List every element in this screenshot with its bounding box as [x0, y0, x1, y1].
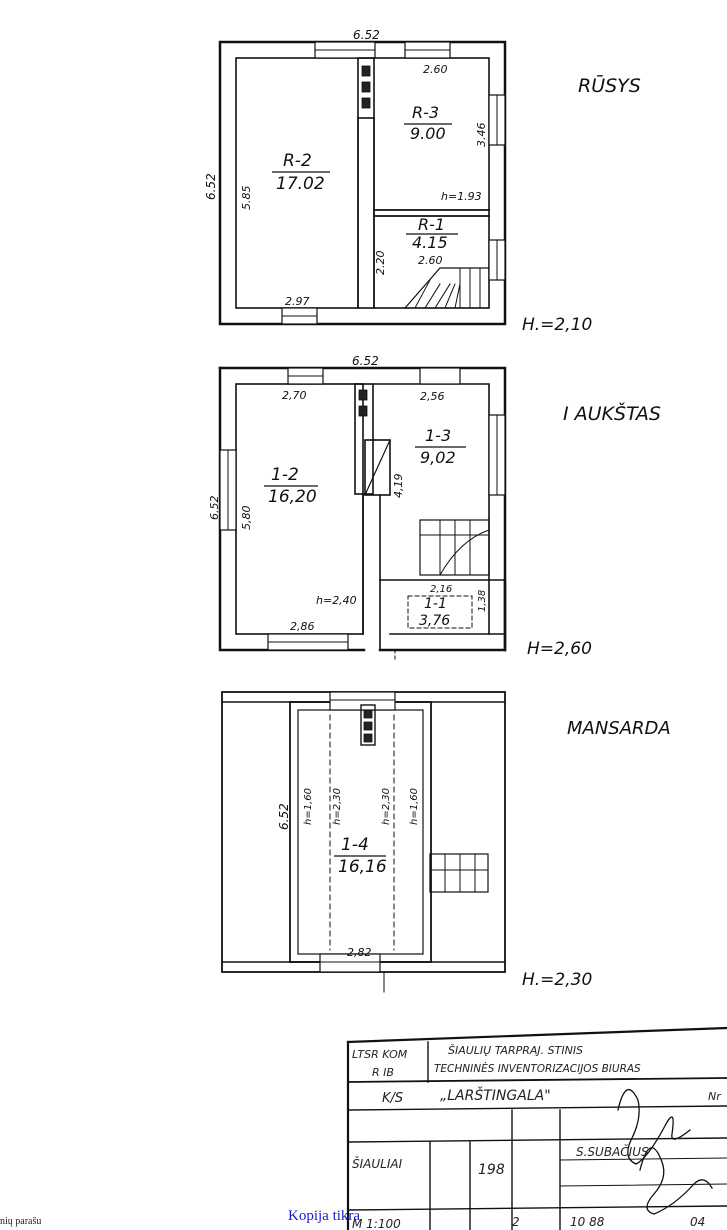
stamp-date: 10 88: [570, 1215, 605, 1229]
ground-dim-2: 2,56: [420, 390, 445, 403]
room-12-code: 1-2: [271, 465, 299, 485]
stamp-page: 04: [690, 1215, 705, 1229]
stamp-bureau-1: ŠIAULIŲ TARPRAJ. STINIS: [448, 1044, 583, 1057]
room-R3-code: R-3: [412, 103, 439, 122]
basement-dim-2: 2.97: [285, 295, 310, 308]
ground-dim-4: 4,19: [392, 474, 405, 499]
attic-title: MANSARDA: [567, 718, 671, 739]
room-R1-area: 4.15: [412, 233, 448, 252]
basement-dim-5: h=1.93: [441, 190, 482, 203]
attic-dim-2: h=2,30: [332, 788, 343, 825]
stamp-number: 198: [478, 1162, 505, 1178]
footer-left-text: nių parašu: [0, 1216, 42, 1227]
stamp-bureau-2: TECHNINĖS INVENTORIZACIJOS BIURAS: [434, 1062, 641, 1075]
ground-dim-7: 2,16: [430, 584, 452, 595]
room-11-code: 1-1: [424, 596, 447, 612]
ground-floor-plan: [218, 366, 507, 661]
room-13-area: 9,02: [420, 448, 456, 467]
copy-certified-text: Kopija tikra: [288, 1208, 361, 1224]
ground-dim-8: 1,38: [477, 590, 488, 612]
basement-dim-7: 2.60: [418, 254, 443, 267]
basement-dim-3: 2.60: [423, 63, 448, 76]
stamp-surname: S.SUBAČIUS: [576, 1144, 649, 1159]
ground-dim-3: 5,80: [240, 506, 253, 531]
stamp-city: ŠIAULIAI: [352, 1156, 403, 1171]
attic-left-dim: 6.52: [277, 803, 291, 830]
ground-dim-6: 2,86: [290, 620, 315, 633]
room-14-code: 1-4: [341, 835, 369, 855]
stamp-sheet: 2: [512, 1215, 520, 1229]
room-R1-code: R-1: [418, 215, 445, 234]
basement-height: H.=2,10: [522, 315, 592, 335]
room-R3-area: 9.00: [410, 124, 446, 143]
ground-title: I AUKŠTAS: [563, 401, 661, 425]
ground-height: H=2,60: [527, 639, 592, 659]
basement-dim-6: 2.20: [374, 251, 387, 276]
stamp-object-name: „LARŠTINGALA": [440, 1086, 551, 1104]
attic-height: H.=2,30: [522, 970, 592, 990]
attic-dim-3: h=2,30: [381, 788, 392, 825]
ground-left-dim: 6.52: [208, 496, 221, 521]
stamp-object-prefix: K/S: [382, 1091, 403, 1106]
ground-dim-1: 2,70: [282, 389, 307, 402]
attic-dim-1: h=1,60: [303, 788, 314, 825]
basement-dim-4: 3.46: [475, 123, 488, 148]
room-11-area: 3,76: [419, 613, 450, 629]
basement-left-dim: 6.52: [204, 173, 218, 200]
basement-dim-1: 5.85: [240, 186, 253, 211]
attic-dim-4: h=1,60: [409, 788, 420, 825]
room-R2-code: R-2: [283, 151, 312, 171]
stamp-row-label: Nr: [708, 1090, 722, 1103]
room-13-code: 1-3: [425, 426, 451, 445]
stamp-scale: M 1:100: [352, 1217, 401, 1230]
room-12-area: 16,20: [268, 487, 317, 507]
stamp-org-2: R IB: [372, 1066, 394, 1079]
basement-plan: [218, 40, 507, 326]
attic-dim-5: 2,82: [347, 946, 372, 959]
basement-top-dim: 6.52: [353, 28, 380, 42]
ground-dim-5: h=2,40: [316, 594, 357, 607]
room-14-area: 16,16: [338, 857, 387, 877]
attic-plan: [221, 691, 506, 993]
ground-top-dim: 6.52: [352, 354, 379, 368]
stamp-org-1: LTSR KOM: [352, 1048, 408, 1061]
room-R2-area: 17.02: [276, 174, 325, 194]
title-block: [346, 1026, 727, 1230]
basement-title: RŪSYS: [578, 73, 641, 97]
